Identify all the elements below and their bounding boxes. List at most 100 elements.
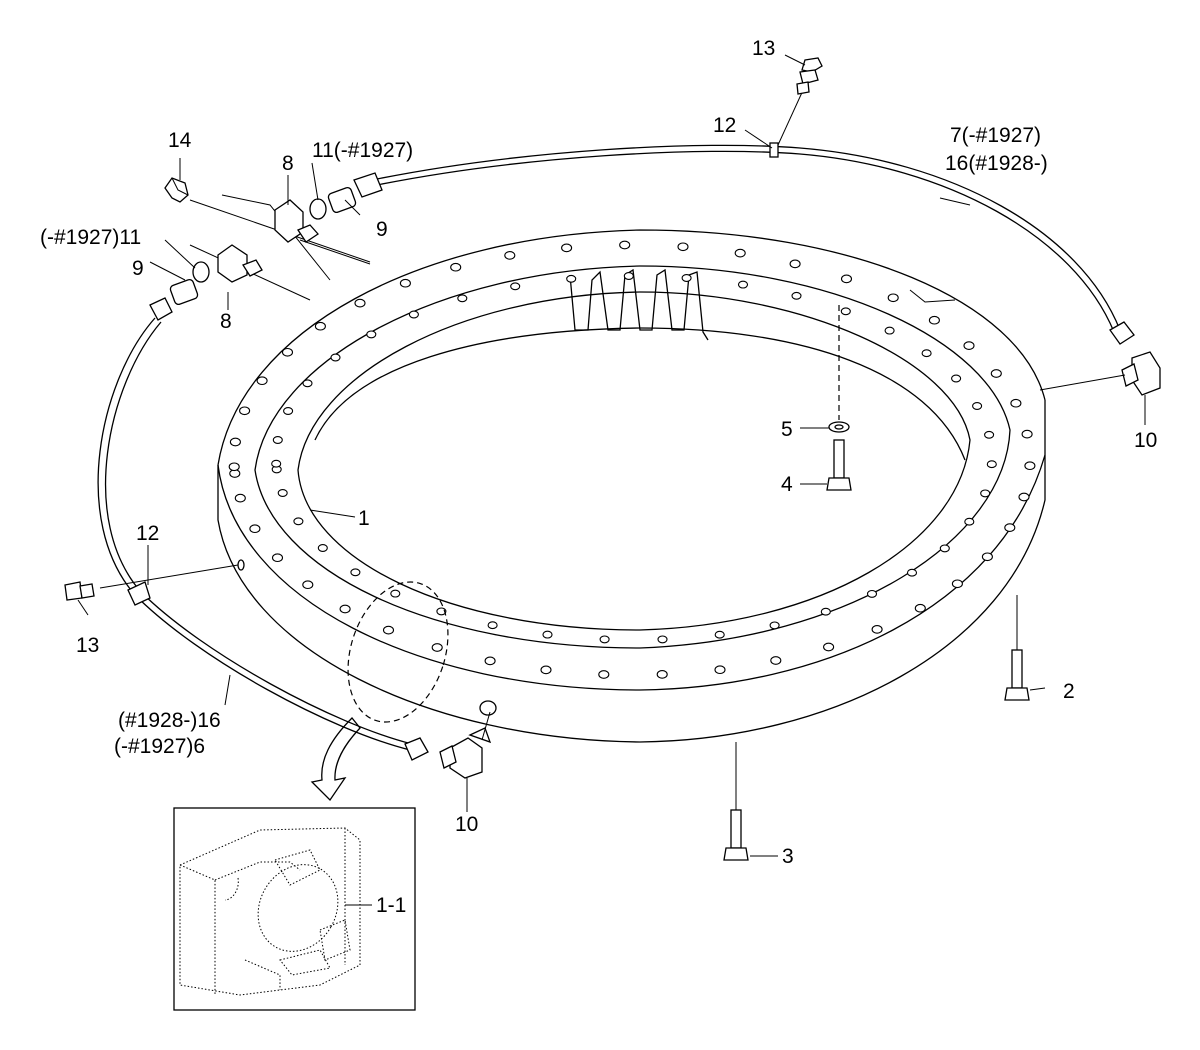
washer-11-upper — [309, 198, 327, 220]
bolt-hole — [840, 274, 853, 284]
label-part-9-upper: 9 — [376, 218, 388, 241]
ring-outer-top-edge — [217, 229, 1046, 466]
clamp-12-upper — [769, 142, 779, 158]
bolt-hole — [1010, 398, 1022, 408]
bolt-hole — [840, 307, 851, 316]
label-part-1: 1 — [358, 507, 370, 530]
label-part-2: 2 — [1063, 680, 1075, 703]
bolt-hole — [234, 493, 246, 503]
bolt-hole — [964, 517, 975, 526]
bolt-hole — [293, 517, 304, 526]
bolt-hole — [510, 282, 521, 291]
leader-10-right-to-ring — [1039, 374, 1126, 391]
bolt-hole — [271, 553, 284, 563]
bolt-hole — [566, 274, 577, 283]
label-part-9-lower: 9 — [132, 257, 144, 280]
leader-10-left-to-port — [481, 711, 491, 741]
bolt-hole — [599, 635, 610, 644]
bolt-hole — [963, 341, 975, 350]
bolt-hole — [769, 621, 780, 630]
bolt-hole — [256, 376, 268, 386]
bolt-hole — [457, 294, 468, 303]
bolt-hole — [951, 374, 962, 383]
label-part-13-lower: 13 — [76, 634, 99, 657]
bolt-hole — [281, 347, 294, 357]
label-part-1-1: 1-1 — [376, 894, 406, 917]
bolt-hole — [317, 544, 328, 552]
bolt-hole — [657, 635, 668, 644]
bolt-hole — [450, 262, 462, 272]
bolt-hole — [906, 568, 918, 577]
bolt-hole — [623, 272, 634, 280]
bolt-hole — [249, 524, 261, 534]
bolt-hole — [791, 291, 802, 300]
bolt-2 — [1004, 649, 1030, 701]
label-part-10-left: 10 — [455, 813, 478, 836]
label-part-3: 3 — [782, 845, 794, 868]
bolt-hole — [823, 642, 835, 652]
washer-11-lower — [192, 261, 210, 283]
elbow-10-right — [1109, 321, 1161, 396]
bolt-hole — [921, 349, 932, 358]
bolt-hole — [350, 568, 361, 577]
label-part-11-upper: 11(-#1927) — [312, 139, 413, 162]
label-part-13-upper: 13 — [752, 37, 775, 60]
bolt-hole — [789, 259, 801, 269]
leader-12-lower-to-ring — [99, 564, 239, 589]
bolt-hole — [271, 459, 282, 468]
grease-nipple-14 — [164, 177, 189, 203]
bolt-hole — [390, 589, 401, 598]
bolt-hole — [382, 625, 395, 635]
bolt-13-upper — [796, 57, 823, 95]
detail-arrow-icon — [310, 717, 361, 802]
bolt-hole — [681, 274, 692, 282]
label-leaders — [77, 54, 1146, 906]
bolt-hole — [1021, 429, 1033, 439]
bolt-hole — [1018, 492, 1030, 502]
ring-inner-bore — [297, 291, 971, 631]
detail-inset-section — [179, 827, 361, 996]
bolt-hole — [884, 326, 895, 335]
bolt-hole — [914, 603, 926, 613]
elbow-8-upper — [274, 199, 319, 243]
bolt-hole — [598, 670, 610, 679]
label-part-14: 14 — [168, 129, 192, 152]
bolt-hole — [656, 670, 668, 679]
bolt-hole — [283, 407, 294, 415]
elbow-8-lower — [217, 244, 263, 283]
label-part-16-right: 16(#1928-) — [945, 152, 1048, 175]
grease-line-right — [371, 144, 1121, 331]
bolt-hole — [619, 240, 631, 250]
bolt-hole — [1024, 461, 1036, 471]
label-part-5: 5 — [781, 418, 793, 441]
bolt-hole — [302, 379, 313, 388]
elbow-10-left — [404, 727, 492, 779]
label-part-4: 4 — [781, 473, 793, 496]
bolt-hole — [228, 462, 240, 472]
bolt-hole — [972, 402, 983, 410]
bolt-3 — [723, 809, 749, 861]
bolt-hole — [866, 589, 878, 598]
ring-inner-wall — [314, 327, 966, 461]
ring-bolt-holes — [228, 240, 1036, 679]
bolt-hole — [820, 607, 831, 616]
bolt-hole — [277, 489, 288, 497]
bolt-hole — [366, 330, 377, 339]
bolt-hole — [1004, 523, 1016, 532]
bolt-hole — [677, 242, 689, 252]
label-part-7: 7(-#1927) — [950, 124, 1041, 147]
label-part-12-lower: 12 — [136, 522, 159, 545]
bolt-hole — [339, 604, 351, 614]
bolt-hole — [431, 643, 443, 652]
adapter-9-upper — [327, 172, 383, 214]
bolt-hole — [399, 278, 411, 288]
ring-outer-bottom-edge — [217, 400, 1046, 743]
bearing-ring — [217, 229, 1046, 743]
ring-side-hole — [237, 559, 245, 571]
label-part-6: (-#1927)6 — [114, 735, 205, 758]
bolt-hole — [887, 293, 899, 303]
label-part-12-upper: 12 — [713, 114, 736, 137]
bolt-hole — [272, 436, 283, 444]
label-part-16-left: (#1928-)16 — [118, 709, 221, 732]
ring-outer-band — [217, 454, 1046, 691]
